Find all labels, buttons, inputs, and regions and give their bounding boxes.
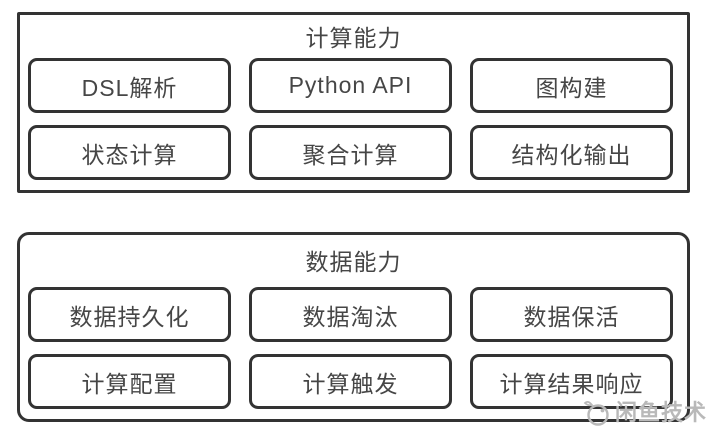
capability-item-python-api: Python API — [249, 58, 452, 113]
computing-capability-section: 计算能力 DSL解析 Python API 图构建 状态计算 聚合计算 结构化输… — [17, 12, 690, 193]
data-section-title: 数据能力 — [305, 249, 402, 275]
capability-item-compute-trigger: 计算触发 — [249, 354, 452, 409]
data-capability-section: 数据能力 数据持久化 数据淘汰 数据保活 计算配置 计算触发 计算结果响应 — [17, 232, 690, 422]
capability-item-graph-build: 图构建 — [470, 58, 673, 113]
capability-item-dsl-parsing: DSL解析 — [28, 58, 231, 113]
computing-section-title: 计算能力 — [305, 25, 402, 51]
watermark-text: 闲鱼技术 — [615, 400, 708, 425]
computing-capability-grid: DSL解析 Python API 图构建 状态计算 聚合计算 结构化输出 — [28, 58, 673, 180]
capability-item-aggregate-compute: 聚合计算 — [249, 125, 452, 180]
capability-item-structured-output: 结构化输出 — [470, 125, 673, 180]
capability-item-data-keepalive: 数据保活 — [470, 287, 673, 342]
capability-item-state-compute: 状态计算 — [28, 125, 231, 180]
capability-item-compute-config: 计算配置 — [28, 354, 231, 409]
capability-item-compute-result-response: 计算结果响应 — [470, 354, 673, 409]
data-capability-grid: 数据持久化 数据淘汰 数据保活 计算配置 计算触发 计算结果响应 — [28, 287, 673, 409]
capability-item-data-eviction: 数据淘汰 — [249, 287, 452, 342]
xianyu-fish-logo-icon — [583, 398, 611, 428]
watermark: 闲鱼技术 — [583, 395, 707, 431]
capability-item-data-persistence: 数据持久化 — [28, 287, 231, 342]
